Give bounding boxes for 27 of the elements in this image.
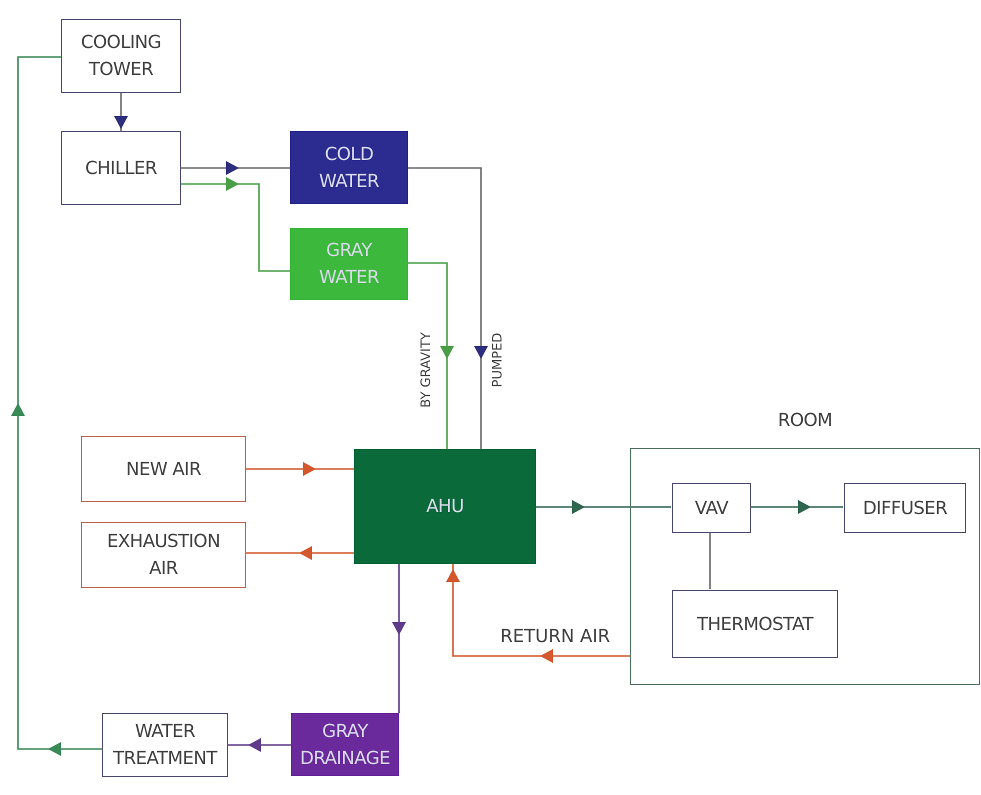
box-label: COLD WATER: [318, 142, 380, 194]
box-label: NEW AIR: [125, 458, 202, 482]
process-box: [290, 228, 408, 300]
box-label: CHILLER: [84, 156, 158, 180]
process-box: [354, 449, 536, 564]
process-box: [672, 483, 751, 533]
box-label: GRAY DRAINAGE: [298, 720, 392, 770]
box-label: WATER TREATMENT: [112, 720, 218, 771]
process-box: [102, 713, 228, 777]
box-label: DIFFUSER: [862, 496, 948, 520]
box-label: THERMOSTAT: [696, 612, 814, 636]
process-box: [290, 131, 408, 204]
box-label: VAV: [694, 496, 730, 520]
process-box: [81, 436, 246, 502]
process-box: [81, 522, 246, 588]
edge-label: BY GRAVITY: [419, 331, 436, 409]
box-label: COOLING TOWER: [80, 31, 162, 82]
edge-label: PUMPED: [490, 332, 506, 388]
process-box: [61, 131, 181, 205]
box-label: AHU: [425, 495, 465, 519]
box-label: EXHAUSTION AIR: [106, 530, 222, 581]
process-box: [291, 713, 399, 776]
room-heading: ROOM: [776, 409, 834, 433]
process-box: [61, 19, 181, 93]
process-box: [672, 590, 838, 658]
process-box: [844, 483, 966, 533]
box-label: GRAY WATER: [318, 239, 380, 290]
